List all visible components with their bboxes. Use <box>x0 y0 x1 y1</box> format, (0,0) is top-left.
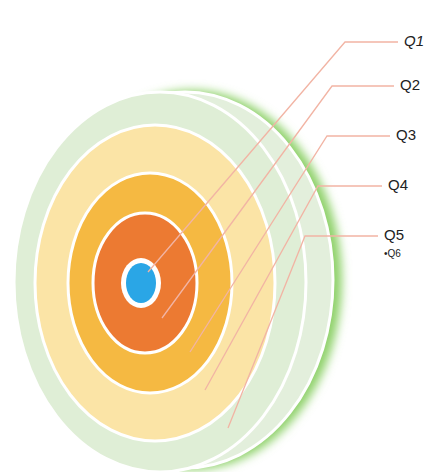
callout-number: •Q6 <box>382 248 403 260</box>
leader-line-q3 <box>190 136 390 352</box>
callout-number: Q5 <box>382 226 406 243</box>
leader-line-q2 <box>162 86 394 318</box>
core-q1 <box>126 263 156 303</box>
leader-line-q1 <box>148 42 398 272</box>
leader-line-q5 <box>228 236 378 428</box>
leader-line-q4 <box>205 186 382 390</box>
callout-number: Q1 <box>402 32 426 49</box>
callout-number: Q2 <box>398 76 422 93</box>
ring-q3 <box>68 173 232 393</box>
ring-q5 <box>14 92 306 472</box>
callout-number: Q4 <box>386 176 410 193</box>
ring-q4 <box>35 125 275 441</box>
core-rim <box>121 258 161 308</box>
callout-number: Q3 <box>394 126 418 143</box>
